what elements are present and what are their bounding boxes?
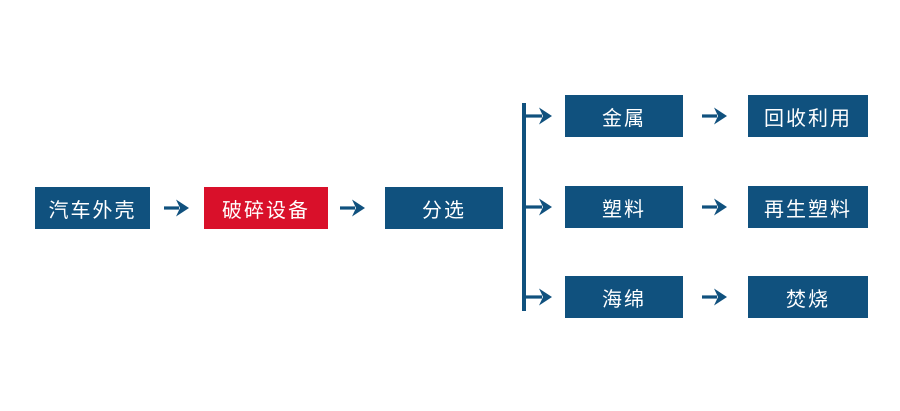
node-incineration: 焚烧 xyxy=(748,276,868,318)
node-sorting: 分选 xyxy=(385,187,503,229)
arrow-right-icon xyxy=(339,197,367,219)
arrow-right-icon xyxy=(526,196,554,218)
arrow-right-icon xyxy=(526,105,554,127)
node-car-shell: 汽车外壳 xyxy=(35,187,150,229)
node-plastic: 塑料 xyxy=(565,186,683,228)
arrow-right-icon xyxy=(701,286,729,308)
node-sponge: 海绵 xyxy=(565,276,683,318)
arrow-right-icon xyxy=(526,286,554,308)
node-recycle-reuse: 回收利用 xyxy=(748,95,868,137)
node-metal: 金属 xyxy=(565,95,683,137)
node-crushing-equipment: 破碎设备 xyxy=(204,187,328,229)
branch-connector-line xyxy=(522,103,526,311)
arrow-right-icon xyxy=(163,197,191,219)
arrow-right-icon xyxy=(701,196,729,218)
arrow-right-icon xyxy=(701,105,729,127)
node-recycled-plastic: 再生塑料 xyxy=(748,186,868,228)
